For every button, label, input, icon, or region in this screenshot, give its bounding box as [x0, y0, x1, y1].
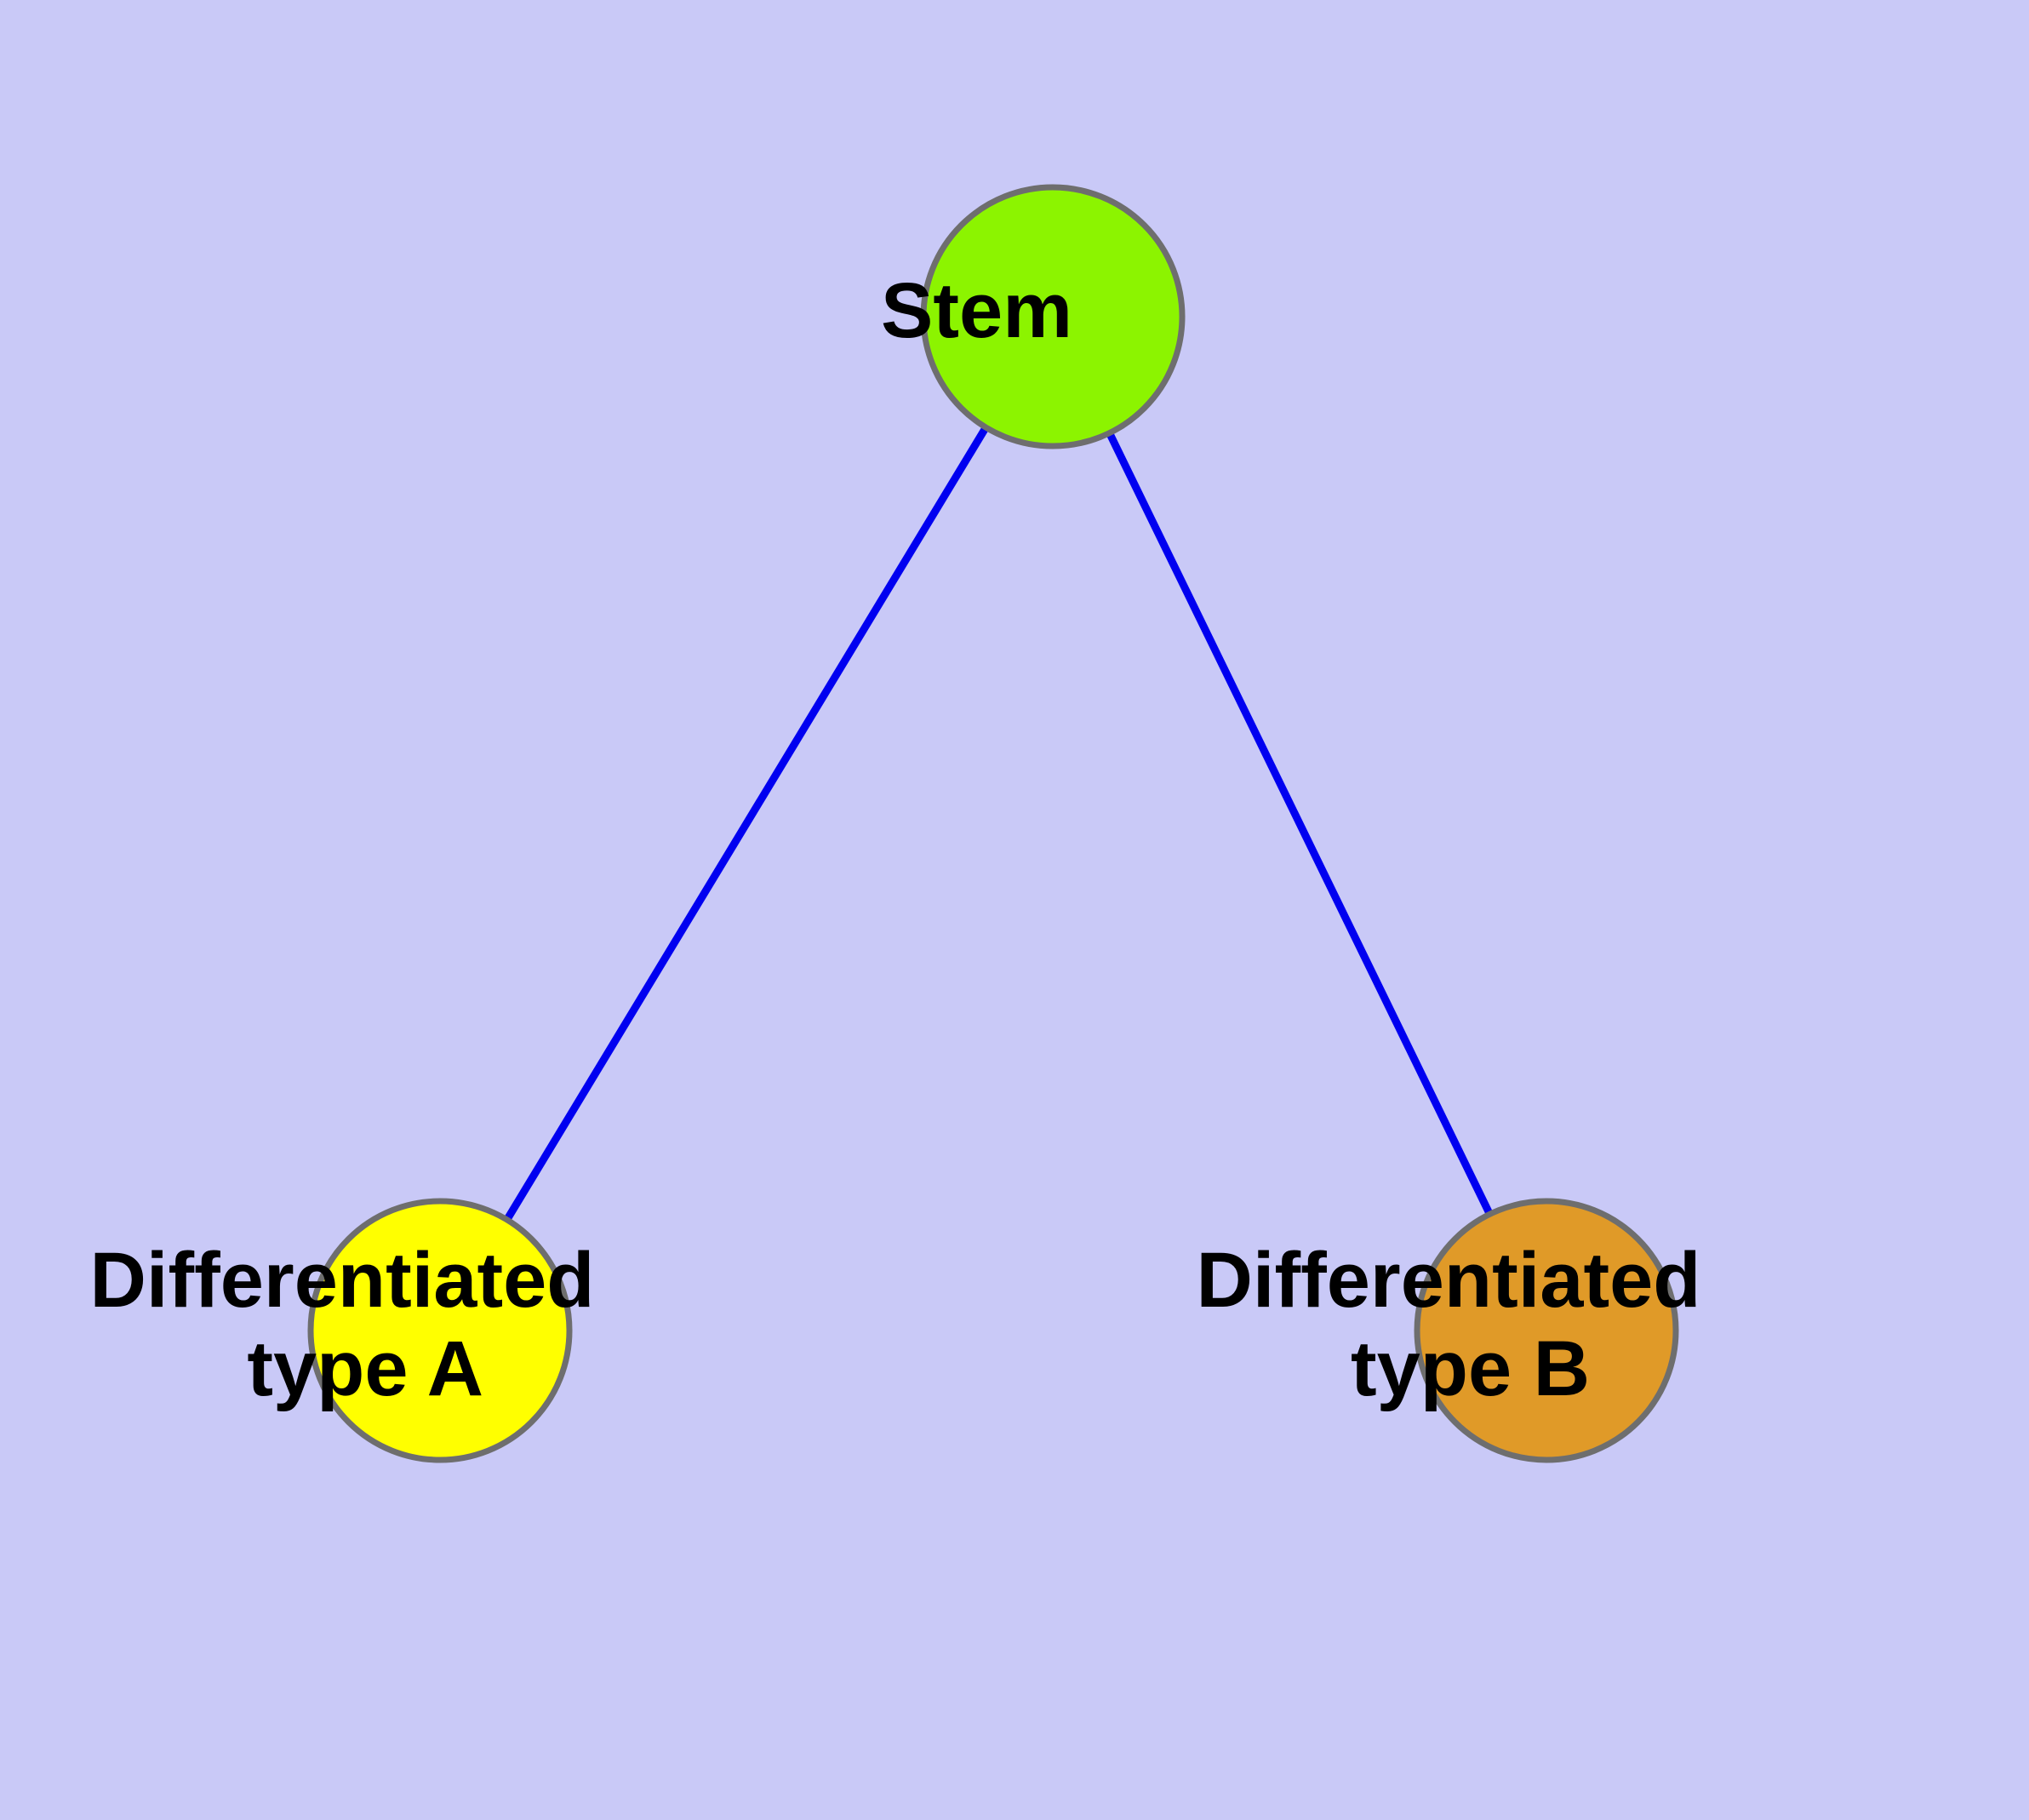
labels-layer: Stem Differentiated type A Differentiate…: [89, 267, 1896, 1412]
node-stem[interactable]: [920, 184, 1186, 449]
node-stem-label: Stem: [881, 267, 1225, 354]
node-differentiated-type-a-label-line-1: Differentiated: [89, 1237, 594, 1324]
edges-layer: [437, 314, 1551, 1333]
node-differentiated-type-b[interactable]: [1414, 1198, 1679, 1463]
node-differentiated-type-a[interactable]: [307, 1198, 573, 1463]
edge-stem-to-differentiated-b[interactable]: [1049, 315, 1551, 1332]
node-differentiated-type-b-label-line-2: type B: [1351, 1325, 1590, 1412]
node-differentiated-type-a-label-line-2: type A: [247, 1325, 482, 1412]
edge-stem-to-differentiated-a[interactable]: [437, 314, 1056, 1333]
node-stem-circle[interactable]: [920, 184, 1186, 449]
node-differentiated-type-a-label: Differentiated type A: [89, 1237, 790, 1412]
node-stem-label-line-1: Stem: [881, 267, 1072, 354]
node-differentiated-type-b-label: Differentiated type B: [1196, 1237, 1896, 1412]
node-differentiated-type-a-circle[interactable]: [307, 1198, 573, 1463]
node-differentiated-type-b-label-line-1: Differentiated: [1196, 1237, 1700, 1324]
nodes-layer: [307, 184, 1679, 1463]
node-differentiated-type-b-circle[interactable]: [1414, 1198, 1679, 1463]
